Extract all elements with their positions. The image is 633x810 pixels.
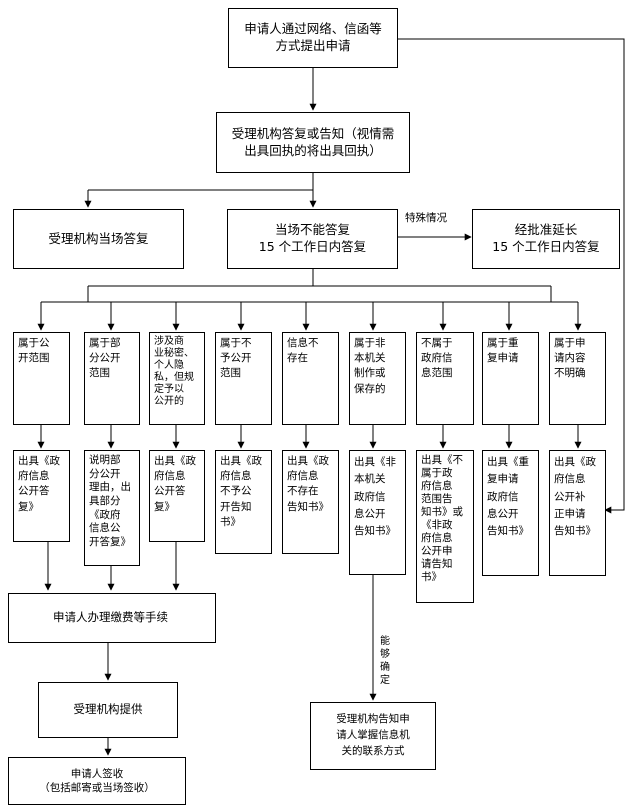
output-not-exist-notice: 出具《政 府信息 不存在 告知书》 [282,450,339,554]
output-not-gov-info-notice: 出具《不 属于政 府信息 范围告 知书》或 《非政 府信息 公开申 请告知 书》 [416,450,474,603]
apply-box: 申请人通过网络、信函等 方式提出申请 [228,8,398,68]
category-other-agency: 属于非 本机关 制作或 保存的 [349,332,406,425]
extend-box: 经批准延长 15 个工作日内答复 [472,209,620,269]
fee-procedures-box: 申请人办理缴费等手续 [8,593,216,643]
provide-box: 受理机构提供 [38,682,178,738]
able-to-determine-label: 能 够 确 定 [380,636,390,686]
output-duplicate-notice: 出具《重 复申请 政府信 息公开 告知书》 [482,450,539,576]
category-not-gov-info: 不属于 政府信 息范围 [416,332,474,425]
category-duplicate: 属于重 复申请 [482,332,539,425]
output-public-reply: 出具《政 府信息 公开答 复》 [13,450,70,542]
output-privacy-reply: 出具《政 府信息 公开答 复》 [149,450,205,542]
category-not-public: 属于不 予公开 范围 [215,332,272,425]
output-not-public-notice: 出具《政 府信息 不予公 开告知 书》 [215,450,272,554]
special-case-label: 特殊情况 [405,212,447,224]
inform-agency-box: 受理机构告知申 请人掌握信息机 关的联系方式 [310,702,436,770]
category-privacy: 涉及商 业秘密、 个人隐 私，但规 定予以 公开的 [149,332,205,425]
output-partial-reply: 说明部 分公开 理由，出 具部分 《政府 信息公 开答复》 [84,450,140,566]
reply-notify-box: 受理机构答复或告知（视情需 出具回执的将出具回执） [216,112,410,173]
not-onsite-box: 当场不能答复 15 个工作日内答复 [227,209,398,269]
category-unclear: 属于申 请内容 不明确 [549,332,606,425]
output-other-agency-notice: 出具《非 本机关 政府信 息公开 告知书》 [349,450,406,575]
category-public: 属于公 开范围 [13,332,70,425]
category-not-exist: 信息不 存在 [282,332,339,425]
sign-receipt-box: 申请人签收 （包括邮寄或当场签收） [8,757,186,805]
output-unclear-notice: 出具《政 府信息 公开补 正申请 告知书》 [549,450,606,576]
onsite-reply-box: 受理机构当场答复 [13,209,184,269]
category-partial: 属于部 分公开 范围 [84,332,140,425]
